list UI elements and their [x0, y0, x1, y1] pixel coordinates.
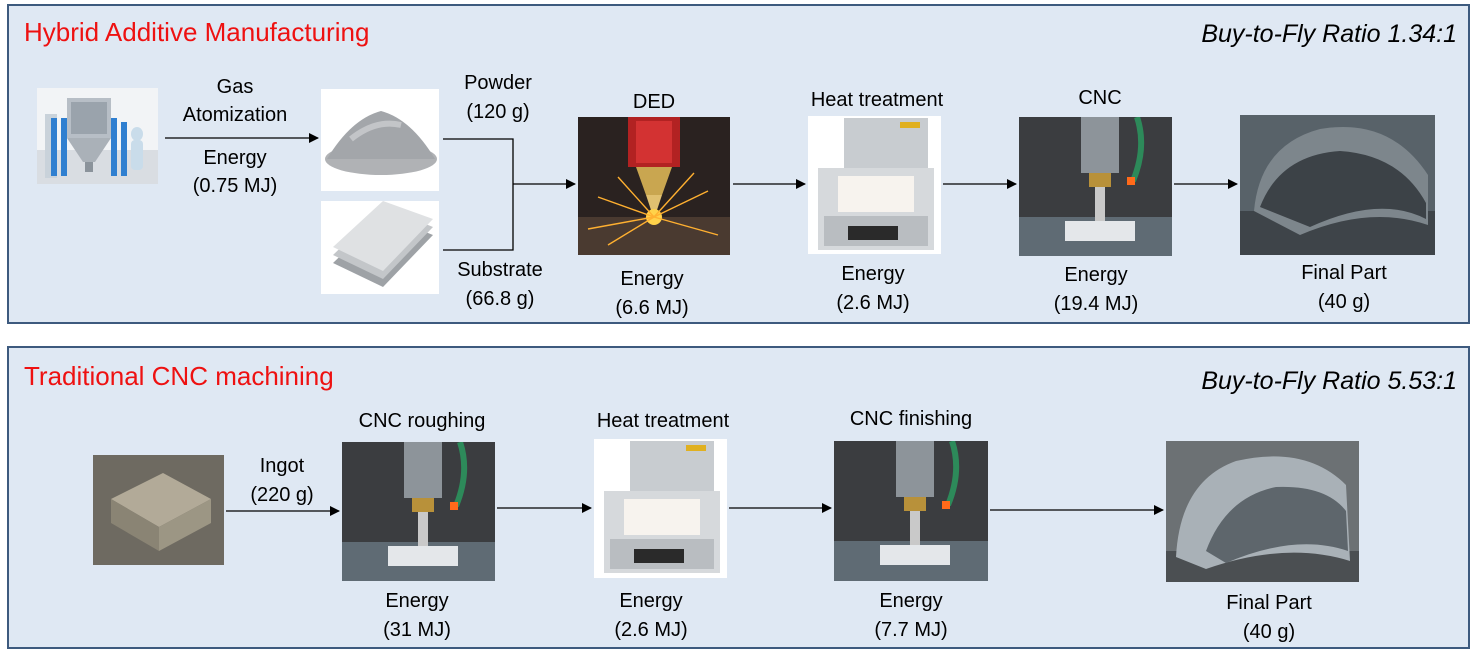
ingot-image [93, 455, 224, 565]
cnc-image [1019, 117, 1172, 256]
final-part-label: Final Part [1301, 262, 1387, 284]
powder-label: Powder [464, 72, 532, 94]
powder-image [321, 89, 439, 191]
final-part-mass: (40 g) [1317, 291, 1371, 313]
cnc-roughing-image [342, 442, 495, 581]
gas-atomization-line1: Gas [216, 76, 254, 98]
ingot-mass: (220 g) [250, 484, 314, 506]
powder-mass: (120 g) [466, 101, 530, 123]
hybrid-title: Hybrid Additive Manufacturing [24, 17, 370, 47]
ded-title: DED [632, 91, 676, 113]
hybrid-panel [7, 4, 1470, 324]
furnace-image [808, 116, 941, 254]
cnc-energy-value: (19.4 MJ) [1053, 293, 1139, 315]
roughing-energy-label: Energy [385, 590, 449, 612]
ded-image [578, 117, 730, 255]
gas-atomization-energy-value: (0.75 MJ) [192, 175, 278, 197]
cnc-energy-label: Energy [1064, 264, 1128, 286]
connector-substrate [443, 184, 514, 251]
hybrid-ratio: Buy-to-Fly Ratio 1.34:1 [1201, 20, 1457, 48]
furnace-image [594, 439, 727, 578]
finishing-energy-value: (7.7 MJ) [874, 619, 948, 641]
final-part-image [1166, 441, 1359, 582]
heat-treatment-title: Heat treatment [810, 89, 944, 111]
final-part-label: Final Part [1226, 592, 1312, 614]
heat-energy-value: (2.6 MJ) [836, 292, 910, 314]
traditional-ratio: Buy-to-Fly Ratio 5.53:1 [1201, 367, 1457, 395]
final-part-mass: (40 g) [1242, 621, 1296, 643]
atomizer-image [37, 88, 158, 184]
cnc-finishing-title: CNC finishing [849, 408, 973, 430]
gas-atomization-energy-label: Energy [203, 147, 267, 169]
substrate-mass: (66.8 g) [465, 288, 535, 310]
heat-energy-label: Energy [841, 263, 905, 285]
ded-energy-value: (6.6 MJ) [615, 297, 689, 319]
ingot-label: Ingot [259, 455, 305, 477]
gas-atomization-line2: Atomization [182, 104, 288, 126]
heat-treatment-title: Heat treatment [596, 410, 730, 432]
heat-energy-label: Energy [619, 590, 683, 612]
cnc-finishing-image [834, 441, 988, 581]
traditional-title: Traditional CNC machining [24, 361, 334, 391]
cnc-title: CNC [1078, 87, 1122, 109]
cnc-roughing-title: CNC roughing [358, 410, 486, 432]
finishing-energy-label: Energy [879, 590, 943, 612]
ded-energy-label: Energy [620, 268, 684, 290]
substrate-label: Substrate [457, 259, 543, 281]
final-part-image [1240, 115, 1435, 255]
roughing-energy-value: (31 MJ) [383, 619, 451, 641]
connector-powder [443, 138, 514, 184]
substrate-image [321, 201, 439, 294]
heat-energy-value: (2.6 MJ) [614, 619, 688, 641]
